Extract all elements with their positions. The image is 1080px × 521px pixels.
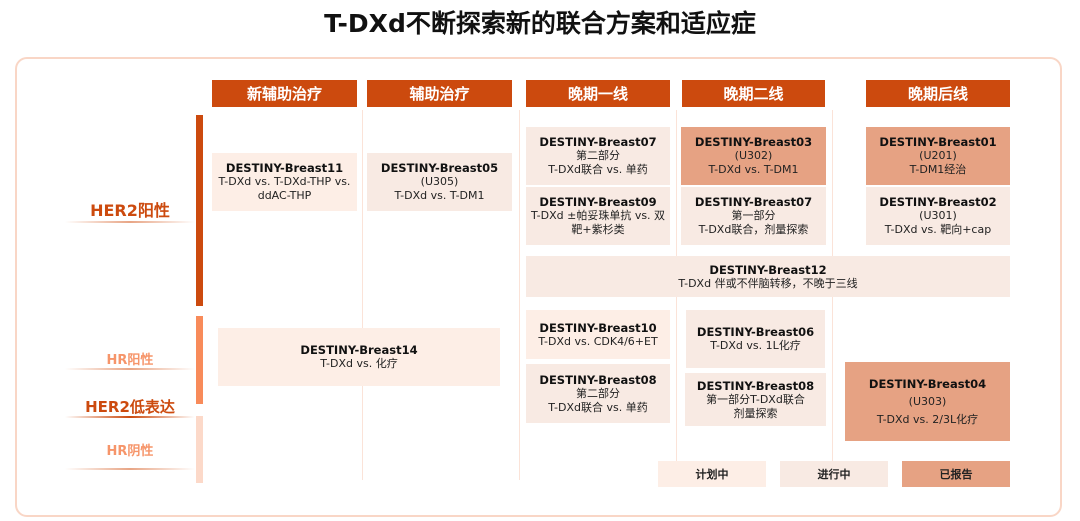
trial-db01: DESTINY-Breast01(U201)T-DM1经治 — [866, 127, 1010, 185]
column-header-neoadjuvant: 新辅助治疗 — [212, 80, 357, 107]
page-title: T-DXd不断探索新的联合方案和适应症 — [324, 9, 756, 38]
column-header-adjuvant: 辅助治疗 — [367, 80, 512, 107]
row-label-her2-positive: HER2阳性 — [90, 201, 170, 220]
divider — [65, 221, 195, 223]
hr-negative-bar — [196, 416, 203, 483]
legend-planned: 计划中 — [658, 461, 766, 487]
her2-positive-bar — [196, 115, 203, 306]
diagram-frame — [15, 57, 1062, 517]
column-divider — [519, 110, 520, 480]
column-divider — [362, 110, 363, 480]
trial-db04: DESTINY-Breast04(U303)T-DXd vs. 2/3L化疗 — [845, 362, 1010, 441]
divider — [65, 368, 195, 370]
trial-db03: DESTINY-Breast03(U302)T-DXd vs. T-DM1 — [681, 127, 826, 185]
trial-db05: DESTINY-Breast05(U305)T-DXd vs. T-DM1 — [367, 153, 512, 211]
hr-positive-bar — [196, 316, 203, 404]
row-label-hr-negative: HR阴性 — [106, 444, 154, 459]
row-label-hr-positive: HR阳性 — [106, 353, 154, 368]
legend-reported: 已报告 — [902, 461, 1010, 487]
trial-db02: DESTINY-Breast02(U301)T-DXd vs. 靶向+cap — [866, 187, 1010, 245]
column-header-2l: 晚期二线 — [682, 80, 825, 107]
column-header-1l: 晚期一线 — [526, 80, 670, 107]
column-header-later: 晚期后线 — [866, 80, 1010, 107]
row-label-her2-low: HER2低表达 — [85, 398, 175, 416]
divider — [65, 468, 195, 470]
divider — [65, 416, 195, 418]
legend-ongoing: 进行中 — [780, 461, 888, 487]
